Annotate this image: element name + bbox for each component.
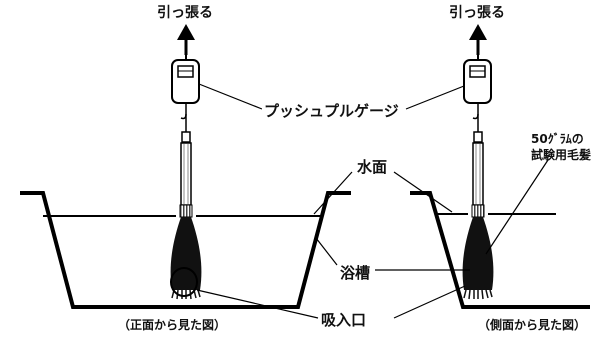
hair-bundle-right <box>462 217 494 300</box>
hair-sample-label-line1: 50ｸﾞﾗﾑの <box>531 132 584 146</box>
connector-right <box>473 131 483 143</box>
push-pull-gauge-left <box>171 59 200 104</box>
push-pull-gauge-label: プッシュプルゲージ <box>262 100 401 121</box>
pull-label-right: 引っ張る <box>449 5 505 21</box>
push-pull-gauge-right <box>463 59 492 104</box>
pull-label-left: 引っ張る <box>157 5 213 21</box>
hair-sample-label-line2: 試験用毛髪 <box>531 148 592 162</box>
hair-clamp-right <box>471 204 485 218</box>
side-view-caption: （側面から見た図） <box>478 318 587 332</box>
rod-right <box>472 142 484 206</box>
bathtub-side <box>410 191 590 309</box>
leader-lines <box>196 83 549 319</box>
connector-left <box>181 131 191 143</box>
hair-clamp-left <box>179 204 193 218</box>
water-surface-label: 水面 <box>357 158 388 176</box>
suction-inlet-label: 吸入口 <box>321 311 367 329</box>
bathtub-front <box>20 191 351 309</box>
pull-arrow-right-icon <box>469 24 487 55</box>
suction-inlet-front <box>170 267 198 297</box>
front-view-caption: （正面から見た図） <box>118 318 227 332</box>
pull-arrow-left-icon <box>177 24 195 55</box>
bathtub-label: 浴槽 <box>340 264 371 282</box>
rod-left <box>180 142 192 206</box>
